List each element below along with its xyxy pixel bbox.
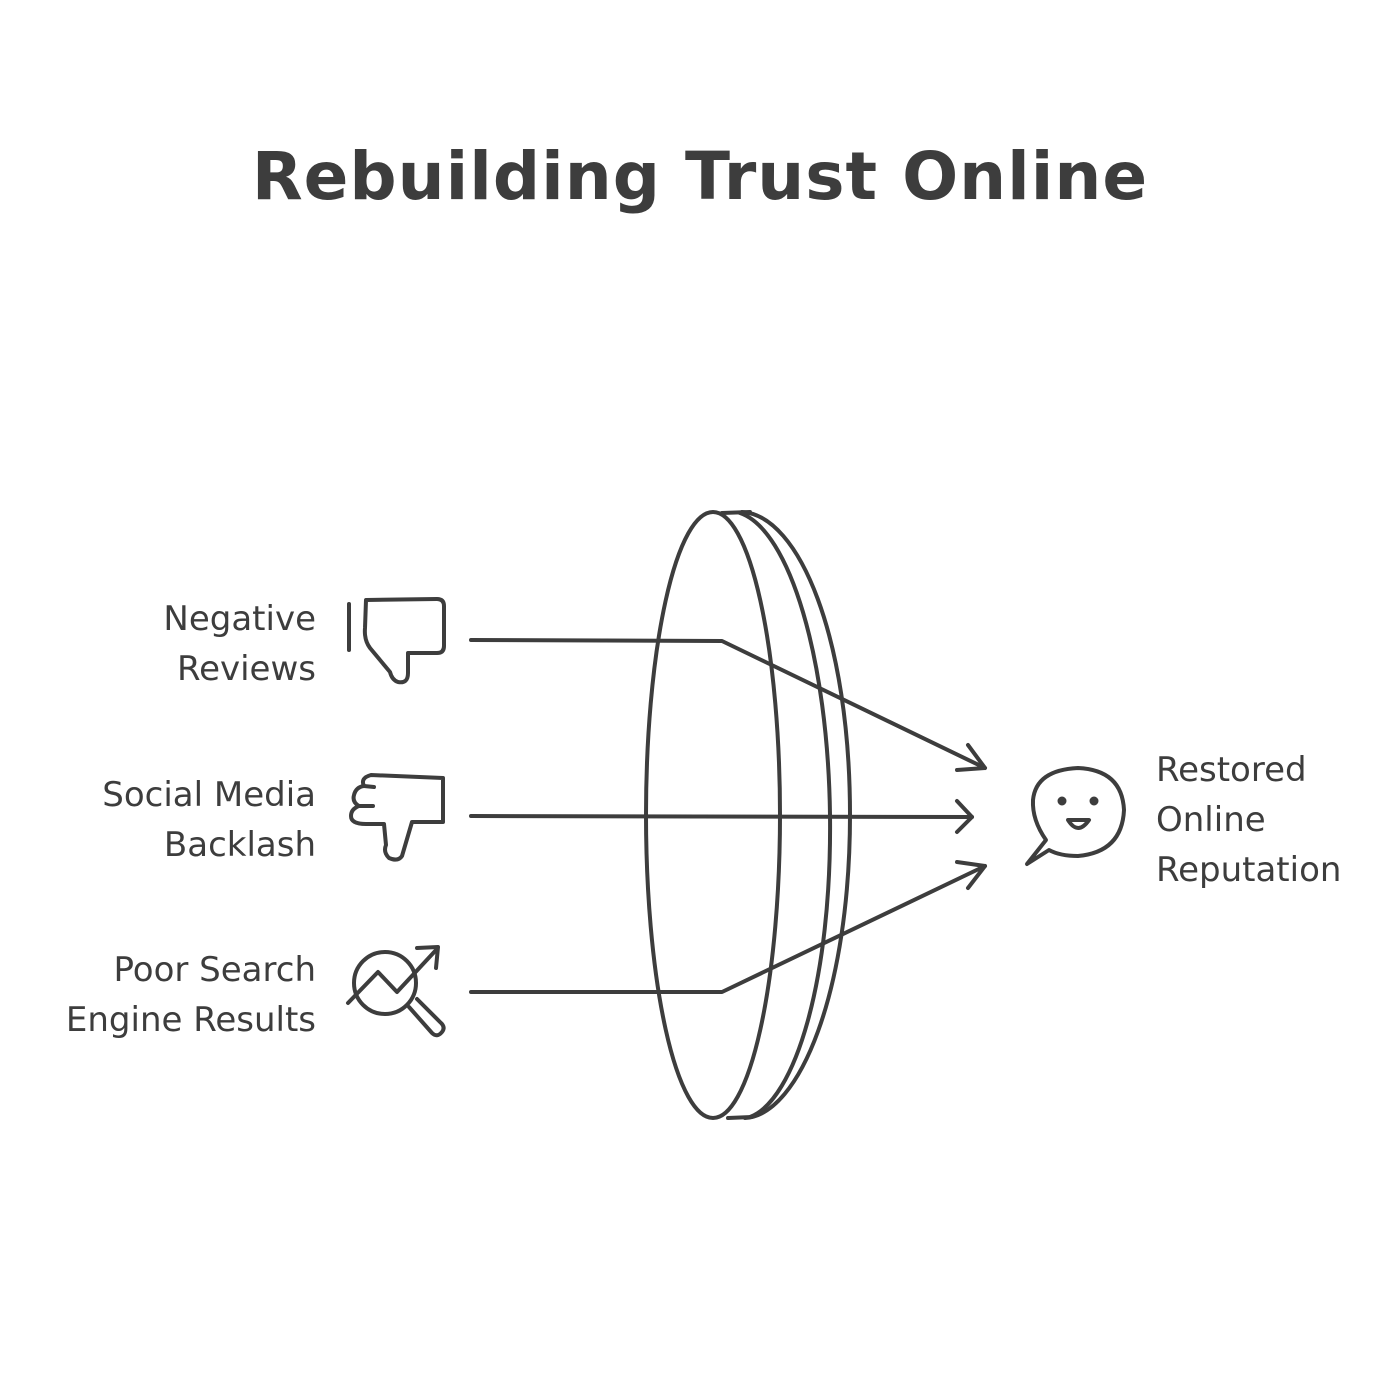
trend-line xyxy=(346,947,439,1005)
eye-left xyxy=(1057,796,1067,806)
input-label-line: Social Media xyxy=(102,775,316,815)
arrowhead xyxy=(955,743,987,772)
output-label-restored-online-reputation: Restored Online Reputation xyxy=(1156,745,1341,895)
magnifier-handle xyxy=(407,997,446,1038)
input-label-negative-reviews: Negative Reviews xyxy=(163,594,316,694)
lens-bottom-edge xyxy=(726,1115,754,1120)
input-label-line: Negative xyxy=(163,599,316,639)
input-label-line: Engine Results xyxy=(65,1000,316,1040)
arrow-negative-reviews xyxy=(469,638,987,772)
arrow-poor-search-results xyxy=(469,860,987,994)
input-label-line: Backlash xyxy=(163,825,316,865)
smile xyxy=(1066,818,1091,830)
eye-right xyxy=(1089,796,1099,806)
arrowhead xyxy=(955,860,987,890)
arrow-social-media-backlash xyxy=(469,799,974,834)
diagram-title: Rebuilding Trust Online xyxy=(251,138,1149,215)
input-label-line: Poor Search xyxy=(113,950,317,990)
thumbs-down-hand-icon xyxy=(349,773,445,862)
smiling-speech-bubble-icon xyxy=(1025,766,1126,866)
input-label-poor-search-engine-results: Poor Search Engine Results xyxy=(66,945,316,1045)
arrowhead xyxy=(955,799,974,834)
trend-arrowhead xyxy=(415,945,440,970)
output-label-line: Reputation xyxy=(1156,850,1342,890)
magnifier-lens xyxy=(352,950,418,1016)
input-label-line: Reviews xyxy=(176,649,316,689)
input-label-social-media-backlash: Social Media Backlash xyxy=(102,770,316,870)
search-trend-icon xyxy=(346,945,446,1038)
output-label-line: Online xyxy=(1156,800,1266,840)
thumbs-down-icon xyxy=(347,597,446,685)
lens-top-edge xyxy=(720,510,752,515)
output-label-line: Restored xyxy=(1156,750,1307,790)
